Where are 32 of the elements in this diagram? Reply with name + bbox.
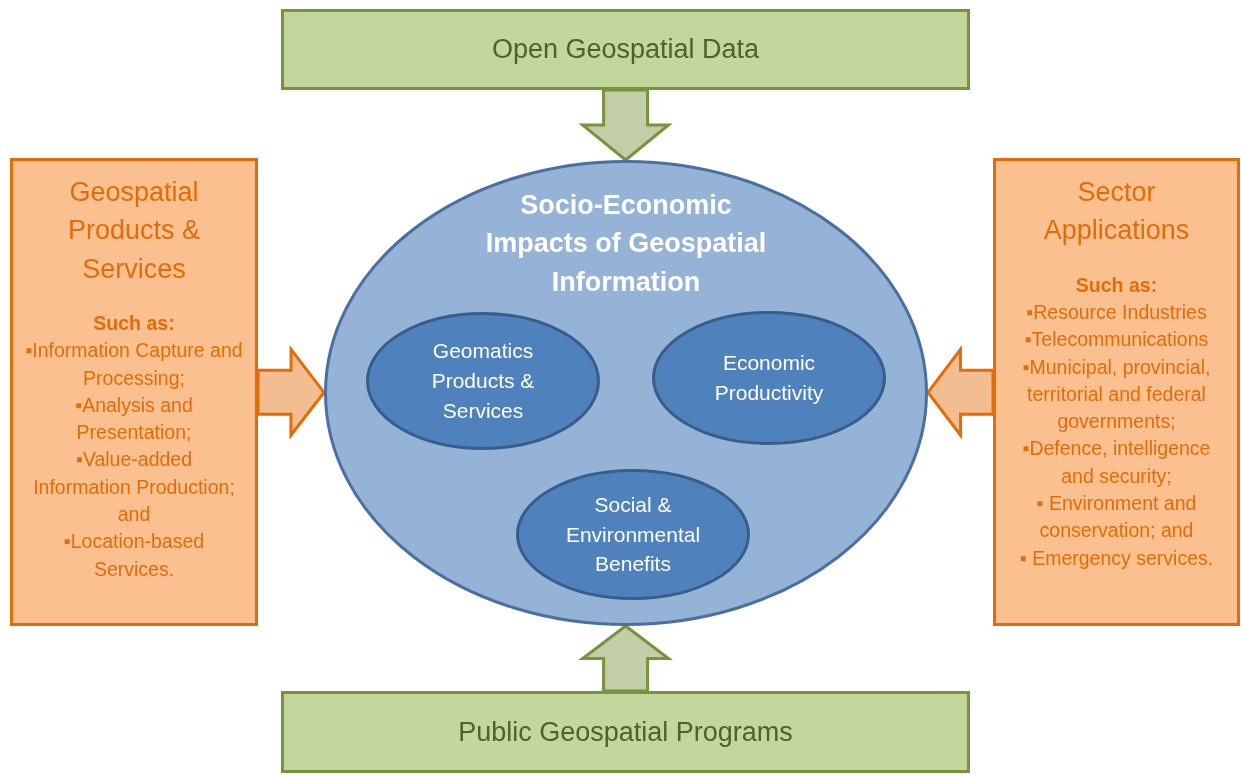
impact-ellipse <box>516 469 750 600</box>
list-item: ▪Defence, intelligence and security; <box>1021 436 1212 489</box>
impact-ellipse <box>324 160 928 626</box>
list-item: ▪ Emergency services. <box>1019 545 1214 571</box>
node-title: Economic Productivity <box>713 350 825 406</box>
list-item: ▪Telecommunications <box>1024 327 1209 353</box>
list-heading: Such as: <box>93 311 175 336</box>
block-arrow <box>926 344 995 440</box>
list-item: ▪Resource Industries <box>1026 299 1207 325</box>
list-item: ▪ Environment and conservation; and <box>1035 491 1198 544</box>
list-heading: Such as: <box>1075 272 1158 298</box>
node-title: Public Geospatial Programs <box>458 715 793 749</box>
list-item: ▪Location-based Services. <box>62 529 206 582</box>
source-box <box>281 9 970 90</box>
block-arrow <box>256 345 326 440</box>
node-title: Geospatial Products & Services <box>66 176 202 286</box>
node-title: Social & Environmental Benefits <box>564 491 702 578</box>
node-title: Open Geospatial Data <box>491 33 760 67</box>
node-title: Sector Applications <box>1042 176 1191 248</box>
impact-ellipse <box>366 312 600 450</box>
node-title: Socio-Economic Impacts of Geospatial Information <box>484 189 768 299</box>
source-box <box>281 691 970 773</box>
list-item: ▪Information Capture and Processing; <box>25 338 243 391</box>
category-box <box>10 158 258 626</box>
impact-ellipse <box>652 311 886 445</box>
list-item: ▪Analysis and Presentation; <box>74 392 194 446</box>
category-box <box>993 158 1240 626</box>
list-item: ▪Municipal, provincial, territorial and federal governments; <box>1021 354 1212 435</box>
block-arrow <box>578 88 673 162</box>
node-title: Geomatics Products & Services <box>430 338 536 424</box>
block-arrow <box>578 624 673 693</box>
list-item: ▪Value-added Information Production; and <box>32 447 236 528</box>
